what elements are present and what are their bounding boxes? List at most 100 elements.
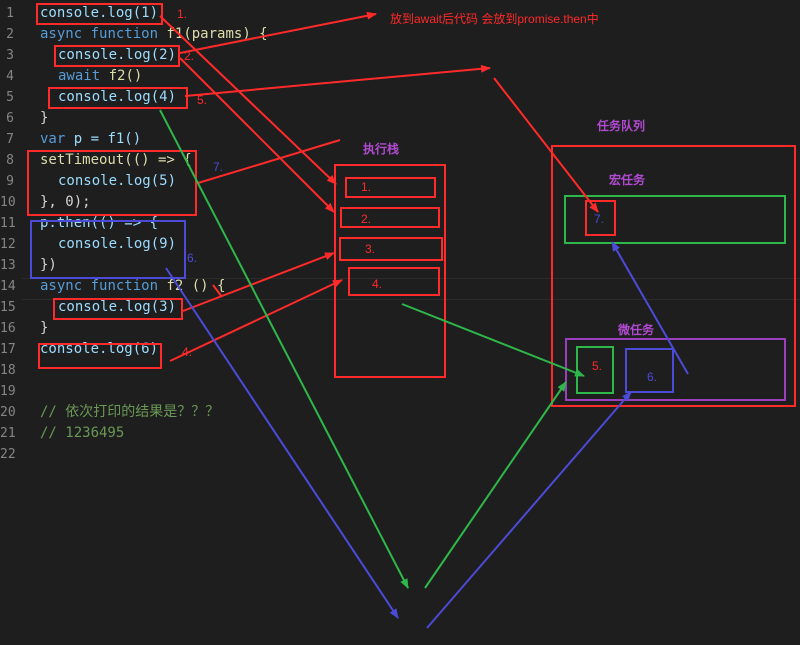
line-number: 16 [0,321,16,336]
code-line-10: }, 0); [40,194,91,210]
arrow-log1-to-stack [159,15,337,185]
code-line-8: setTimeout(() => { [40,152,192,168]
line-number: 8 [6,153,14,168]
execution-stack [334,164,446,378]
stack-slot: 3. [339,237,443,261]
code-line-16: } [40,320,49,336]
stack-slot-label: 2. [361,212,372,226]
code-token: f1(params) { [166,26,268,42]
code-token: p = f1() [73,131,142,147]
micro-task-label: 6. [647,370,658,384]
code-token: function [90,26,159,42]
line-number-gutter: 1 2 3 4 5 6 7 8 9 10 11 12 13 14 15 16 1… [0,0,22,645]
line-number: 10 [0,195,16,210]
code-line-7: var p = f1() [40,129,141,150]
arrow-log3-to-stack [182,252,335,312]
code-token: console.log(2) [58,47,177,63]
highlight-box-settimeout [27,150,197,216]
micro-task-item: 6. [625,348,674,393]
micro-task-title: 微任务 [618,323,655,337]
line-number: 19 [0,384,16,399]
arrow-log2-to-stack [179,57,335,213]
line-number: 4 [6,69,14,84]
line-number: 2 [6,27,14,42]
stack-slot-label: 3. [365,242,376,256]
arrow-to-macrotask [493,77,599,213]
code-line-11: p.then(() => { [40,215,159,231]
current-line-highlight [22,278,800,300]
step-label-5: 5. [197,93,208,107]
code-line-1: console.log(1) [40,3,158,24]
execution-stack-title: 执行栈 [363,142,400,156]
line-number: 14 [0,279,16,294]
line-number: 15 [0,300,16,315]
arrow-log6-to-stack [169,279,343,362]
code-line-3: console.log(2) [58,45,176,66]
code-line-15: console.log(3) [58,299,177,315]
step-label-6: 6. [187,251,198,265]
code-line-12: console.log(9) [58,236,177,252]
step-label-1: 1. [177,7,188,21]
code-token: console.log(4) [58,89,177,105]
stack-slot: 1. [345,177,436,198]
line-number: 12 [0,237,16,252]
code-line-20: // 依次打印的结果是？？？ [40,404,220,420]
task-queue-title: 任务队列 [597,119,646,133]
arrow-small [212,284,223,298]
line-number: 20 [0,405,16,420]
arrow-settimeout [197,139,341,184]
arrow-to-microtask-5 [424,381,567,589]
code-token: var [40,131,66,147]
code-token: f2() [108,68,143,84]
stack-slot: 2. [340,207,440,228]
line-number: 5 [6,90,14,105]
code-token: async [40,278,83,294]
stack-slot-label: 4. [372,277,383,291]
highlight-box-log2 [54,45,180,67]
arrow-then-down [165,267,399,619]
code-line-4: await f2() [58,66,142,87]
line-number: 17 [0,342,16,357]
highlight-box-log1 [36,3,163,25]
stack-slot-label: 1. [361,180,372,194]
code-line-14: async function f2 () { [40,276,225,297]
arrow-log4-to-microtask [184,64,491,97]
code-line-9: console.log(5) [58,173,177,189]
code-line-2: async function f1(params) { [40,24,268,45]
step-label-7: 7. [213,160,224,174]
task-queue [551,145,796,407]
code-token: await [58,68,101,84]
macro-task-title: 宏任务 [609,173,646,187]
arrow-to-await-note [179,11,377,54]
code-line-13: }) [40,257,57,273]
line-number: 1 [6,6,14,21]
arrow-to-microtask-6 [426,391,632,629]
highlight-box-log6 [38,343,162,369]
code-line-5: console.log(4) [58,87,176,108]
line-number: 13 [0,258,16,273]
stack-slot: 4. [348,267,440,296]
highlight-box-log3 [53,298,183,320]
line-number: 9 [6,174,14,189]
line-number: 22 [0,447,16,462]
await-note: 放到await后代码 会放到promise.then中 [390,12,599,26]
code-token: async [40,26,83,42]
arrow-stack-to-microtask [401,303,585,377]
macro-task-queue [564,195,786,244]
macro-task-item: 7. [585,200,616,236]
line-number: 18 [0,363,16,378]
code-line-17: console.log(6) [40,341,159,357]
line-number: 11 [0,216,16,231]
line-number: 3 [6,48,14,63]
code-token: f2 () { [166,278,226,294]
line-number: 7 [6,132,14,147]
micro-task-label: 5. [592,359,603,373]
step-label-2: 2. [184,49,195,63]
highlight-box-log4 [48,87,188,109]
code-line-6: } [40,110,49,126]
arrow-log4-down [159,109,409,589]
highlight-box-then [30,220,186,279]
line-number: 6 [6,111,14,126]
code-line-21: // 1236495 [40,425,125,441]
